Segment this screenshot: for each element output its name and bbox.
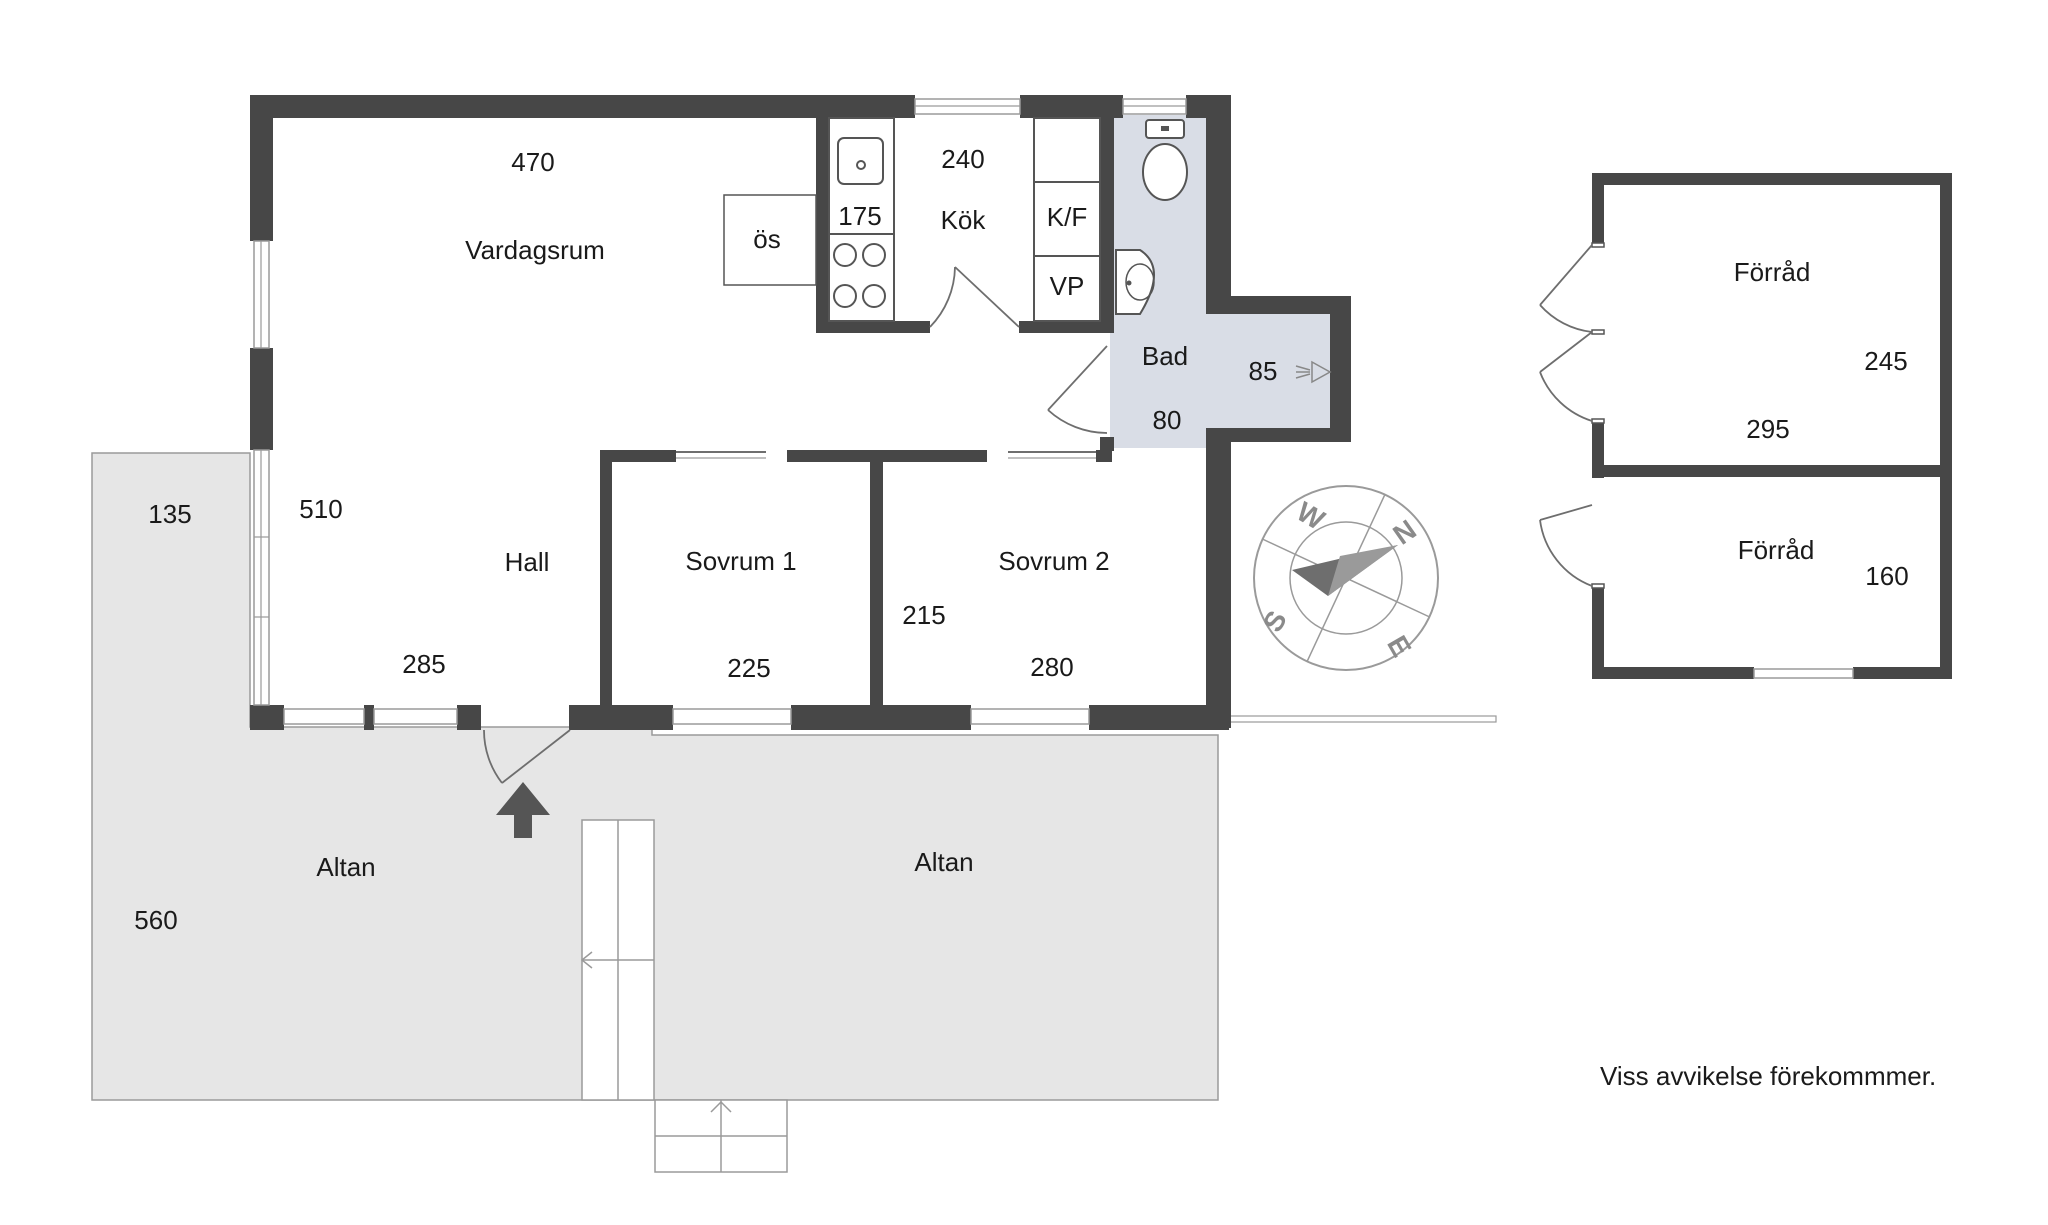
- dimension-sovrum2-width: 280: [1030, 652, 1073, 682]
- dimension-sovrum-depth: 215: [902, 600, 945, 630]
- dimension-sovrum1-width: 225: [727, 653, 770, 683]
- dimension-vardagsrum-width: 470: [511, 147, 554, 177]
- dimension-forrad-top-depth: 245: [1864, 346, 1907, 376]
- room-label-sovrum-1: Sovrum 1: [685, 546, 796, 576]
- room-label-forrad-top: Förråd: [1734, 257, 1811, 287]
- windows: [253, 98, 1187, 725]
- storage-walls: [1592, 173, 1952, 679]
- room-label-altan-left: Altan: [316, 852, 375, 882]
- room-label-kok: Kök: [941, 205, 987, 235]
- heat-pump-label: VP: [1050, 271, 1085, 301]
- stove-label: ös: [753, 224, 780, 254]
- dimension-forrad-top-width: 295: [1746, 414, 1789, 444]
- house-walls: [250, 95, 1351, 730]
- kitchen-fixtures: [828, 117, 1101, 322]
- dimension-hall-width: 285: [402, 649, 445, 679]
- bath-fixtures: [1115, 119, 1332, 384]
- door-swings: [483, 266, 1108, 784]
- room-label-vardagsrum: Vardagsrum: [465, 235, 605, 265]
- dimension-bad-depth: 80: [1153, 405, 1182, 435]
- stairs-bottom: [654, 1099, 788, 1173]
- dimension-kok-depth: 175: [838, 201, 881, 231]
- dimension-forrad-bottom-depth: 160: [1865, 561, 1908, 591]
- dimension-altan-depth: 560: [134, 905, 177, 935]
- room-label-bad: Bad: [1142, 341, 1188, 371]
- stairs-left: [580, 819, 655, 1101]
- dimension-bad-width: 85: [1249, 356, 1278, 386]
- room-label-forrad-bottom: Förråd: [1738, 535, 1815, 565]
- room-label-hall: Hall: [505, 547, 550, 577]
- sliding-doors: [676, 451, 1096, 459]
- fridge-label: K/F: [1047, 202, 1087, 232]
- storage-interior: [1602, 185, 1943, 673]
- room-label-sovrum-2: Sovrum 2: [998, 546, 1109, 576]
- stove-box: [723, 194, 817, 286]
- disclaimer-text: Viss avvikelse förekommmer.: [1600, 1061, 1936, 1091]
- railing: [1227, 715, 1497, 723]
- terrace-area: [91, 452, 1219, 1101]
- entrance-arrow-icon: [496, 782, 550, 838]
- dimension-altan-width: 135: [148, 499, 191, 529]
- storage-door-swings: [1539, 242, 1605, 589]
- dimension-kok-width: 240: [941, 144, 984, 174]
- storage-windows: [1753, 668, 1854, 679]
- compass: N E S W: [1253, 485, 1439, 671]
- room-label-altan-right: Altan: [914, 847, 973, 877]
- dimension-hall-depth: 510: [299, 494, 342, 524]
